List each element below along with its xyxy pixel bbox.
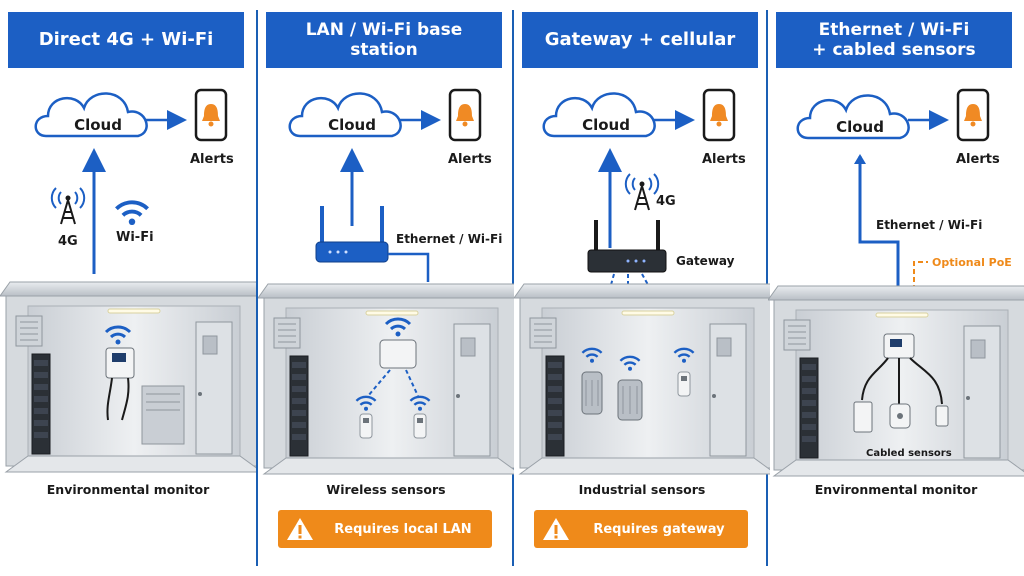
base-station-device (379, 339, 417, 369)
shelter-illustration (258, 283, 514, 475)
cabled-sensor (889, 403, 911, 429)
phone-bell-icon (956, 88, 990, 142)
panel-caption: Environmental monitor (46, 482, 210, 497)
panel-ethernet-cabled: Ethernet / Wi-Fi + cabled sensors Cloud … (768, 0, 1024, 576)
panel-caption: Industrial sensors (578, 482, 706, 497)
cabled-sensor (935, 405, 949, 427)
4g-label: 4G (58, 234, 78, 249)
4g-label: 4G (656, 194, 676, 209)
panel-caption: Wireless sensors (326, 482, 446, 497)
alerts-label: Alerts (956, 152, 1000, 167)
gateway-label: Gateway (676, 254, 735, 268)
equipment-cabinet (141, 385, 185, 445)
wireless-sensor (413, 413, 427, 439)
industrial-sensor (677, 371, 691, 397)
cabled-sensors-label: Cabled sensors (866, 448, 952, 459)
panel-lan-base-station: LAN / Wi-Fi base station Cloud Alerts Et… (258, 0, 514, 576)
ethernet-cable (388, 252, 430, 282)
cell-tower-icon (624, 173, 660, 211)
panel-title: Direct 4G + Wi-Fi (8, 12, 244, 68)
link-label: Ethernet / Wi-Fi (876, 218, 983, 232)
panel-title: Ethernet / Wi-Fi + cabled sensors (776, 12, 1012, 68)
phone-bell-icon (448, 88, 482, 142)
cloud-label: Cloud (74, 116, 122, 134)
uplink-arrowhead (854, 154, 866, 164)
panel-direct-4g-wifi: Direct 4G + Wi-Fi Cloud Alerts 4G Wi-Fi … (0, 0, 256, 576)
warning-banner: Requires local LAN (278, 510, 492, 548)
sensor-cable (861, 357, 889, 401)
warning-icon (278, 516, 322, 542)
alerts-label: Alerts (190, 152, 234, 167)
panel-title-line2: + cabled sensors (812, 40, 976, 60)
alerts-label: Alerts (448, 152, 492, 167)
warning-icon (534, 516, 578, 542)
wifi-label: Wi-Fi (116, 230, 154, 245)
panel-divider (256, 10, 258, 566)
industrial-sensor (617, 379, 643, 421)
panel-title: LAN / Wi-Fi base station (266, 12, 502, 68)
poe-label: Optional PoE (932, 256, 1012, 269)
phone-bell-icon (702, 88, 736, 142)
wireless-link (405, 369, 419, 397)
alerts-label: Alerts (702, 152, 746, 167)
industrial-sensor (581, 371, 603, 415)
environmental-monitor-device (883, 333, 915, 359)
panel-caption: Environmental monitor (814, 482, 978, 497)
gateway-icon (587, 220, 667, 273)
environmental-monitor-device (105, 347, 135, 421)
panel-diagram: Cloud (258, 88, 514, 475)
panel-title: Gateway + cellular (522, 12, 758, 68)
panel-title-line1: Ethernet / Wi-Fi (818, 20, 970, 40)
warning-text: Requires local LAN (334, 521, 472, 537)
warning-text: Requires gateway (593, 521, 725, 537)
cell-tower-icon (50, 187, 86, 225)
cloud-label: Cloud (836, 118, 884, 136)
wireless-link (367, 369, 391, 397)
link-label: Ethernet / Wi-Fi (396, 232, 503, 246)
wireless-sensor (359, 413, 373, 439)
cabled-sensor (853, 401, 873, 433)
warning-banner: Requires gateway (534, 510, 748, 548)
sensor-cable (909, 357, 943, 405)
phone-bell-icon (194, 88, 228, 142)
panel-diagram: Cloud (514, 88, 770, 475)
cloud-label: Cloud (328, 116, 376, 134)
panel-diagram: Cloud (768, 88, 1024, 477)
shelter-illustration (514, 283, 770, 475)
panel-gateway-cellular: Gateway + cellular Cloud Alerts 4G (514, 0, 770, 576)
cloud-label: Cloud (582, 116, 630, 134)
wifi-icon (114, 200, 150, 228)
panel-diagram: Cloud (0, 88, 256, 473)
router-icon (315, 206, 389, 263)
